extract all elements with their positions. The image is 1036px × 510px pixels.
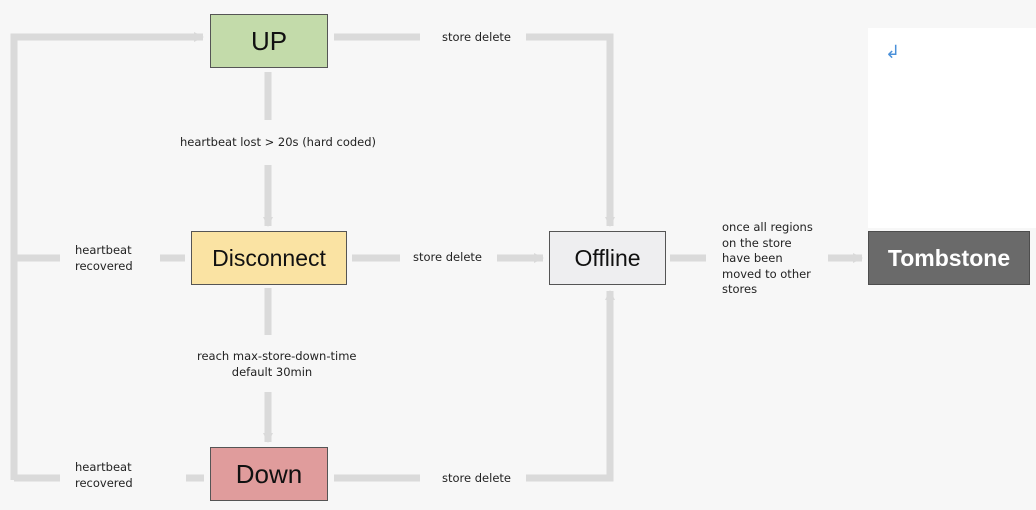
label-heartbeat-lost: heartbeat lost > 20s (hard coded) [180,135,376,151]
side-panel [868,28,1036,228]
arrow-down-to-offline-cont [526,290,615,482]
label-text: heartbeat lost > 20s (hard coded) [180,135,377,149]
arrow-up-to-offline-cont [526,33,615,227]
label-line: on the store [722,235,792,250]
state-tombstone-label: Tombstone [887,244,1011,271]
label-line: once all regions [722,220,813,234]
state-offline-label: Offline [574,244,641,271]
label-line: moved to other [722,266,811,281]
state-up: UP [210,14,328,68]
return-arrow-glyph: ↲ [885,42,901,63]
label-text: store delete [442,30,511,44]
label-down-heartbeat-recovered: heartbeat recovered [75,460,133,491]
label-line: heartbeat [75,460,132,474]
state-tombstone: Tombstone [868,231,1030,285]
state-offline: Offline [549,231,666,285]
state-disconnect-label: Disconnect [212,244,326,271]
state-down: Down [210,447,328,501]
label-text: store delete [442,471,511,485]
label-disconnect-heartbeat-recovered: heartbeat recovered [75,243,133,274]
label-text: store delete [413,250,482,264]
state-up-label: UP [250,25,288,56]
label-down-store-delete: store delete [442,471,511,487]
label-line: reach max-store-down-time [197,349,357,363]
label-regions-moved: once all regions on the store have been … [722,220,813,298]
label-disconnect-store-delete: store delete [413,250,482,266]
arrow-return-trunk [10,32,204,480]
label-line: stores [722,282,758,296]
label-line: have been [722,251,783,265]
label-line: heartbeat [75,243,132,257]
state-disconnect: Disconnect [191,231,347,285]
label-line: recovered [75,475,133,490]
label-line: recovered [75,258,133,273]
return-arrow-icon: ↲ [885,42,900,63]
state-down-label: Down [235,458,303,489]
label-max-down-time: reach max-store-down-time default 30min [197,349,357,380]
label-up-store-delete: store delete [442,30,511,46]
label-line: default 30min [231,364,313,379]
